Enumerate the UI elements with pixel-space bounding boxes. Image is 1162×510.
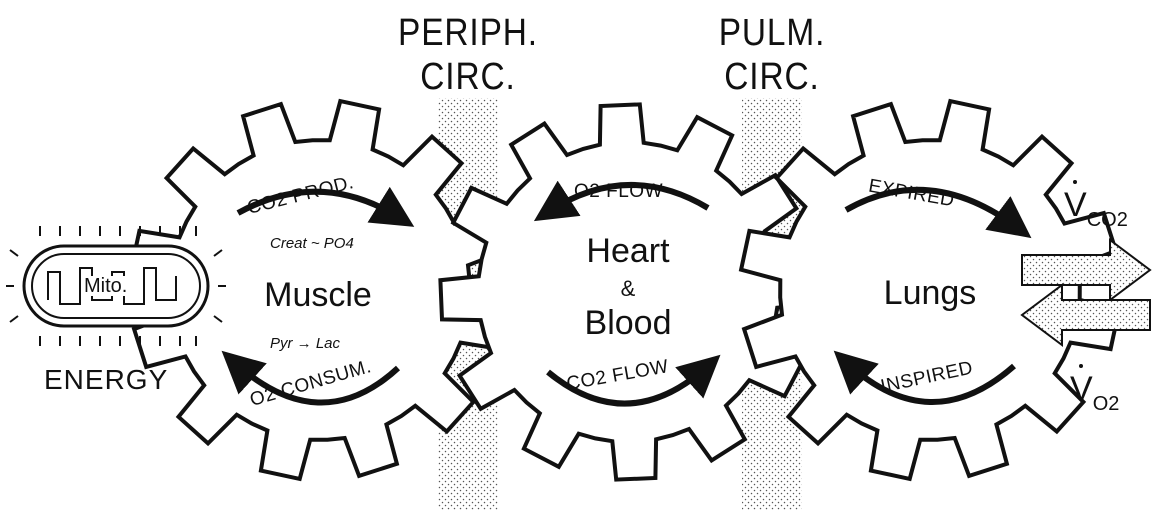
- periph-header-line2: CIRC.: [389, 58, 547, 96]
- vco2-label: VCO2: [1064, 188, 1128, 230]
- heart-title-ampersand: &: [608, 278, 648, 300]
- periph-circ-header: PERIPH. CIRC.: [389, 14, 547, 96]
- muscle-title: Muscle: [248, 278, 388, 312]
- periph-header-line1: PERIPH.: [389, 14, 547, 52]
- vo2-subscript: O2: [1093, 393, 1120, 415]
- pulm-header-line1: PULM.: [693, 14, 851, 52]
- pulm-header-line2: CIRC.: [693, 58, 851, 96]
- heart-title-line3: Blood: [548, 306, 708, 340]
- heart-o2-flow-label: O2 FLOW: [574, 182, 663, 201]
- muscle-creat-po4-label: Creat ~ PO4: [270, 236, 354, 251]
- vo2-label: VO2: [1070, 372, 1119, 414]
- vco2-v: V: [1064, 188, 1087, 222]
- vo2-v: V: [1070, 372, 1093, 406]
- muscle-pyr-lac-label: Pyr → Lac: [270, 336, 340, 351]
- energy-caption: ENERGY: [44, 366, 168, 394]
- vco2-subscript: CO2: [1087, 209, 1128, 231]
- mito-label: Mito.: [82, 276, 129, 296]
- lungs-title: Lungs: [860, 276, 1000, 310]
- heart-title-line1: Heart: [548, 234, 708, 268]
- pulm-circ-header: PULM. CIRC.: [693, 14, 851, 96]
